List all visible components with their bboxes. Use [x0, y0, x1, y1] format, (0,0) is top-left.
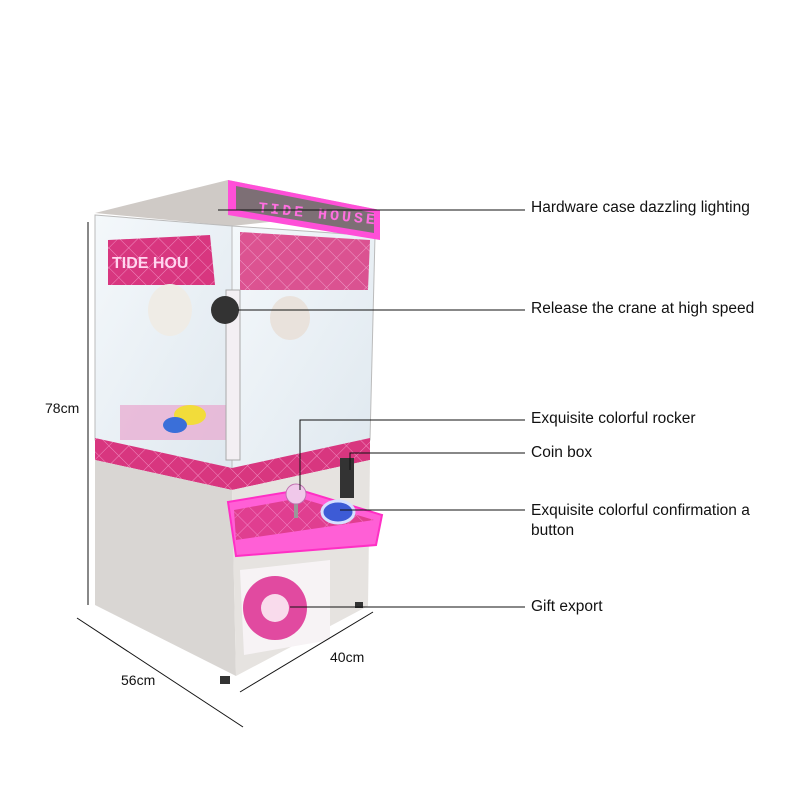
- plush-prize: [163, 417, 187, 433]
- confirm-button: [320, 499, 356, 525]
- foot: [220, 676, 230, 684]
- callout-hardware-lighting: Hardware case dazzling lighting: [531, 199, 750, 216]
- callout-coin-box: Coin box: [531, 444, 593, 461]
- side-pink-header: [108, 235, 215, 285]
- pink-band-front: [232, 438, 370, 490]
- coin-box: [340, 458, 354, 498]
- lower-cabinet-side: [95, 460, 236, 676]
- dimension-width: 40cm: [330, 649, 365, 665]
- callout-lines: [218, 209, 525, 608]
- pink-band-side: [95, 438, 232, 490]
- foot: [355, 602, 363, 608]
- front-pink-header: [240, 232, 370, 290]
- side-sign-text: TIDE HOU: [112, 255, 188, 272]
- plush-prize: [148, 284, 192, 336]
- callout-gift-export: Gift export: [531, 598, 603, 615]
- callout-confirm-button: Exquisite colorful confirmation a button: [531, 502, 750, 539]
- joystick-ball: [285, 483, 307, 505]
- crane-motor: [211, 296, 239, 324]
- dimension-height: 78cm: [45, 400, 80, 416]
- callout-rocker: Exquisite colorful rocker: [531, 410, 696, 427]
- callout-crane-release: Release the crane at high speed: [531, 300, 755, 317]
- dimension-lines: [76, 222, 374, 728]
- dimension-depth: 56cm: [121, 672, 156, 688]
- plush-prize: [270, 296, 310, 340]
- crane-column: [225, 289, 241, 461]
